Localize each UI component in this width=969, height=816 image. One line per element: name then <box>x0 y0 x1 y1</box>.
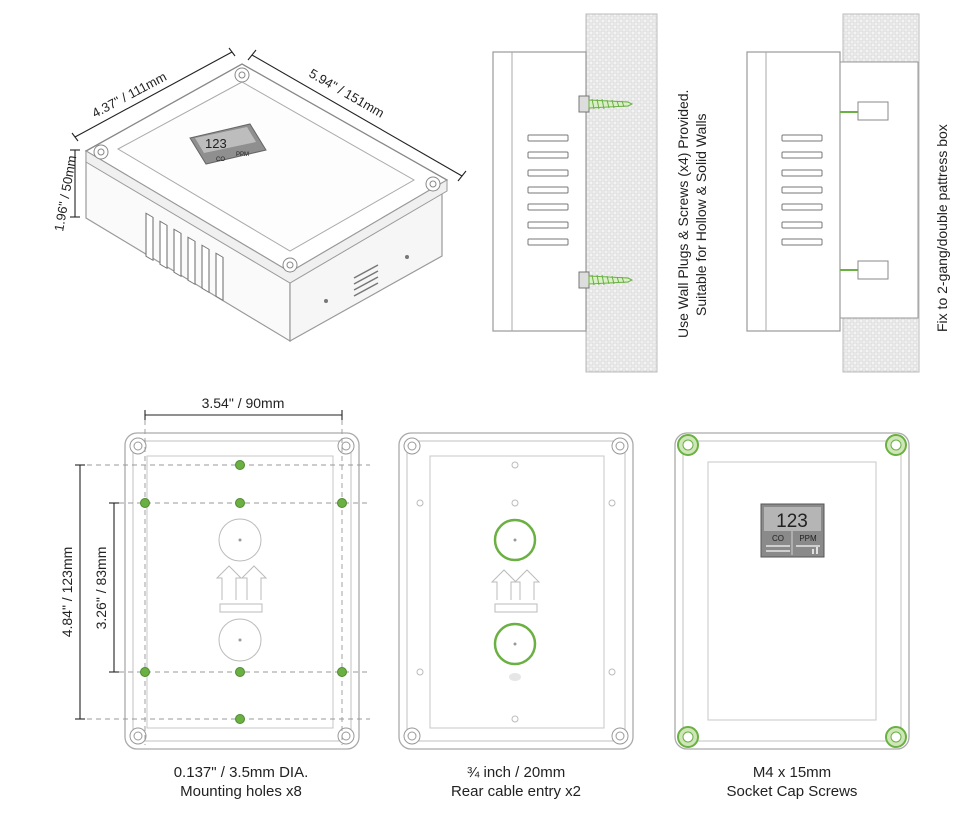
front-caption-1: M4 x 15mm <box>753 764 831 781</box>
mount-hole <box>140 498 150 508</box>
mount-hole <box>140 667 150 677</box>
side-vents-1 <box>527 134 569 246</box>
rear-small-holes <box>416 461 616 723</box>
front-display-co: CO <box>772 534 784 543</box>
wall-label-line1: Use Wall Plugs & Screws (x4) Provided. <box>675 90 691 338</box>
screw-icon <box>677 726 699 748</box>
front-display-ppm: PPM <box>799 534 817 543</box>
iso-front-vents <box>353 264 379 297</box>
iso-display: 123 CO PPM <box>189 123 267 165</box>
iso-display-ppm: PPM <box>236 152 249 158</box>
side-view-pattress: Fix to 2-gang/double pattress box <box>746 13 950 373</box>
wall-screw-top-icon <box>578 95 634 113</box>
dim-horizontal-label: 3.54" / 90mm <box>202 395 285 411</box>
front-caption-2: Socket Cap Screws <box>727 783 858 800</box>
pattress-label: Fix to 2-gang/double pattress box <box>934 124 950 332</box>
mount-hole <box>235 714 245 724</box>
screw-icon <box>885 434 907 456</box>
screw-icon <box>677 434 699 456</box>
mounting-holes-view: 3.54" / 90mm 4.84" / 123mm 3.26" / 83mm … <box>59 395 370 800</box>
rear-arrows-icon <box>490 569 541 613</box>
pattress-screw-bottom-icon <box>840 260 889 280</box>
wall-label-line2: Suitable for Hollow & Solid Walls <box>693 113 709 316</box>
iso-dimension-lines <box>70 47 467 218</box>
iso-display-co: CO <box>216 157 225 163</box>
mount-hole <box>337 667 347 677</box>
front-display: 123 CO PPM <box>760 503 825 558</box>
mount-hole <box>235 667 245 677</box>
rear-caption-2: Rear cable entry x2 <box>451 783 581 800</box>
side-vents-2 <box>781 134 823 246</box>
isometric-enclosure: 123 CO PPM <box>51 47 467 343</box>
mount-caption-2: Mounting holes x8 <box>180 783 302 800</box>
mount-dimension-lines <box>75 410 343 720</box>
rear-cable-entry-view: ¾ inch / 20mm Rear cable entry x2 <box>398 432 634 800</box>
wall-screw-bottom-icon <box>578 271 634 289</box>
mount-hole <box>337 498 347 508</box>
side-view-wall-plugs: Use Wall Plugs & Screws (x4) Provided. S… <box>492 13 709 373</box>
mount-hole <box>235 498 245 508</box>
front-display-value: 123 <box>776 511 808 532</box>
rear-caption-1: ¾ inch / 20mm <box>467 764 565 781</box>
socket-cap-screws <box>677 434 907 748</box>
iso-side-vents <box>145 212 224 302</box>
dim-vertical-outer-label: 4.84" / 123mm <box>59 547 75 638</box>
iso-display-value: 123 <box>205 136 227 151</box>
dim-vertical-inner-label: 3.26" / 83mm <box>93 547 109 630</box>
front-screws-view: 123 CO PPM M4 x 15mm Socket Cap Screws <box>674 432 910 800</box>
pattress-screw-top-icon <box>840 101 889 121</box>
mount-caption-1: 0.137" / 3.5mm DIA. <box>174 764 309 781</box>
mount-arrows-icon <box>215 565 268 613</box>
mounting-holes <box>140 460 347 724</box>
mount-hole <box>235 460 245 470</box>
screw-icon <box>885 726 907 748</box>
